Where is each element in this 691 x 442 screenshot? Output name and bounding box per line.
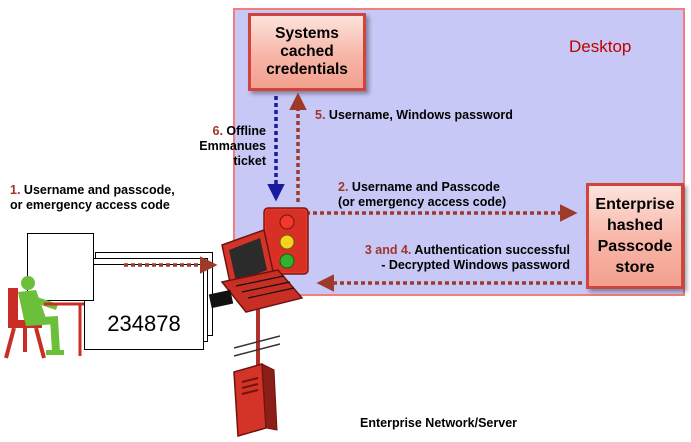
step-1-number: 1. [10, 183, 21, 197]
desktop-label: Desktop [569, 37, 632, 56]
step-5-number: 5. [315, 108, 326, 122]
systems-cached-credentials-box: Systems cached credentials [248, 13, 366, 91]
cache-line: cached [280, 43, 334, 60]
network-break-mark [233, 343, 281, 357]
step-5-label: 5. Username, Windows password [315, 108, 513, 122]
network-label: Enterprise Network/Server [360, 416, 518, 430]
cache-line: Systems [275, 25, 339, 42]
passcode-value: 234878 [107, 311, 181, 336]
store-line: Passcode [597, 238, 673, 255]
computer-icon [208, 229, 304, 313]
step-6-number: 6. [212, 124, 223, 138]
cache-line: credentials [266, 61, 348, 78]
server-icon [233, 363, 278, 437]
token-card: 234878 [84, 264, 204, 350]
token-device [27, 233, 94, 301]
step-3-4-number: 3 and 4. [364, 243, 412, 257]
store-line: Enterprise [595, 196, 675, 213]
network-break-mark [233, 335, 281, 349]
store-line: store [615, 259, 655, 276]
step-6-label: 6. Offline Emmanues ticket [199, 124, 266, 168]
step-3-4-label: 3 and 4. Authentication successful - Dec… [364, 243, 570, 272]
person-icon [4, 276, 84, 359]
enterprise-hashed-passcode-store-box: Enterprise hashed Passcode store [586, 183, 684, 289]
step-1-label: 1. Username and passcode, or emergency a… [10, 183, 175, 212]
step-2-number: 2. [338, 180, 349, 194]
step-2-label: 2. Username and Passcode (or emergency a… [338, 180, 507, 209]
traffic-light-icon [263, 207, 309, 275]
store-line: hashed [606, 217, 663, 234]
